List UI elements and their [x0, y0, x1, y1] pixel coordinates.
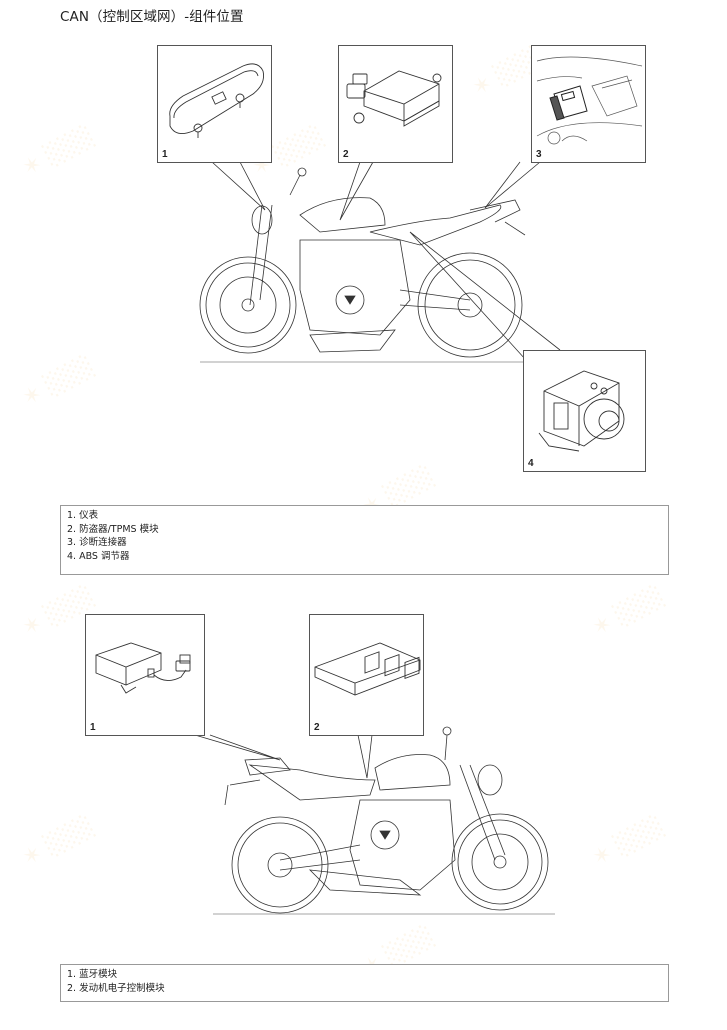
legend-item: 4. ABS 调节器	[67, 550, 130, 562]
legend-item: 3. 诊断连接器	[67, 537, 127, 548]
legend-figure-1: 1. 仪表 2. 防盗器/TPMS 模块 3. 诊断连接器 4. ABS 调节器	[60, 505, 669, 575]
immobiliser-module-icon	[346, 70, 442, 127]
legend-item: 2. 发动机电子控制模块	[67, 982, 165, 994]
bluetooth-module-icon	[95, 642, 191, 694]
callout-immobiliser-tpms-module: 2	[338, 45, 453, 163]
watermark: ✶ ░░░	[18, 123, 99, 182]
watermark: ✶ ░░░	[588, 813, 669, 872]
legend-item: 1. 蓝牙模块	[67, 969, 118, 980]
watermark: ✶ ░░░	[18, 353, 99, 412]
legend-item: 2. 防盗器/TPMS 模块	[67, 523, 159, 535]
callout-number: 3	[536, 149, 542, 160]
callout-number: 4	[528, 458, 534, 469]
engine-control-module-icon	[314, 642, 421, 696]
watermark: ✶ ░░░	[18, 813, 99, 872]
instrument-cluster-icon	[169, 63, 264, 138]
callout-engine-control-module: 2	[309, 614, 424, 736]
callout-number: 1	[162, 149, 168, 160]
abs-modulator-icon	[538, 370, 625, 452]
callout-diagnostic-connector: 3	[531, 45, 646, 163]
diagnostic-connector-icon	[536, 56, 643, 145]
legend-figure-2: 1. 蓝牙模块 2. 发动机电子控制模块	[60, 964, 669, 1002]
callout-number: 2	[314, 722, 320, 733]
callout-instrument-cluster: 1	[157, 45, 272, 163]
legend-item: 1. 仪表	[67, 510, 99, 521]
page-title: CAN（控制区域网）-组件位置	[60, 9, 244, 25]
callout-bluetooth-module: 1	[85, 614, 205, 736]
callout-number: 2	[343, 149, 349, 160]
callout-number: 1	[90, 722, 96, 733]
callout-abs-modulator: 4	[523, 350, 646, 472]
watermark: ✶ ░░░	[588, 583, 669, 642]
